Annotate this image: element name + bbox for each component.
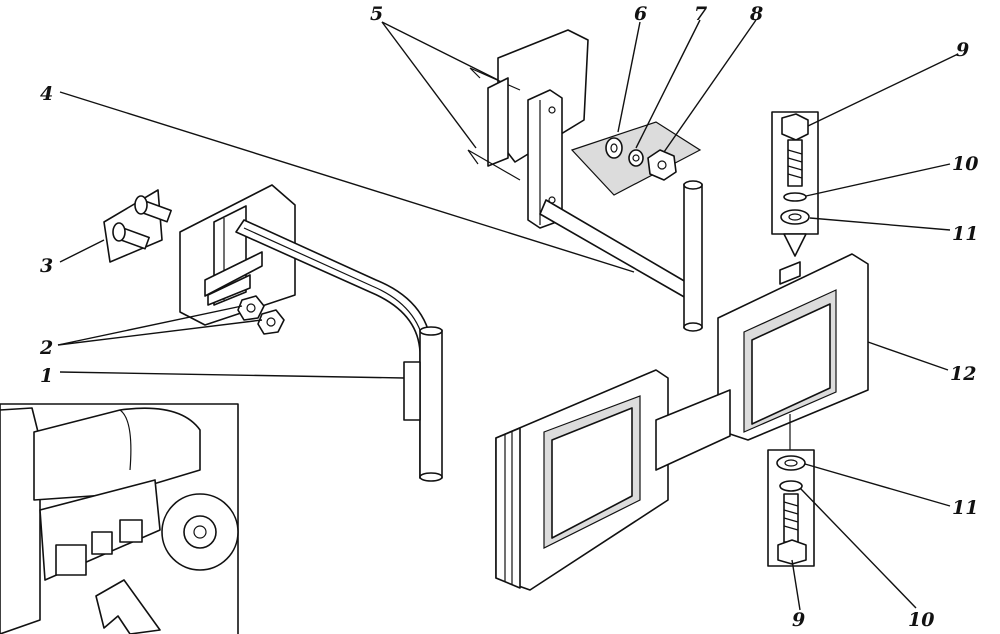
callout-2: 2	[39, 337, 53, 359]
washer-nut-set	[570, 121, 702, 196]
callout-9-bottom: 9	[792, 609, 805, 631]
nuts	[237, 295, 285, 335]
rear-frame	[495, 253, 869, 591]
callout-6: 6	[634, 3, 647, 25]
callout-9-top: 9	[956, 39, 969, 61]
callout-10-top: 10	[952, 153, 978, 175]
left-mounting-bracket	[179, 184, 296, 326]
callout-1: 1	[40, 365, 53, 387]
callout-7: 7	[694, 3, 707, 25]
callout-4: 4	[40, 83, 53, 105]
callout-10-bottom: 10	[908, 609, 934, 631]
callout-5: 5	[370, 3, 383, 25]
callout-11-bottom: 11	[952, 497, 978, 519]
top-fastener-kit	[771, 111, 819, 257]
bolt-plate-assembly	[103, 189, 172, 263]
upper-bracket-arm	[527, 89, 703, 332]
callout-12: 12	[950, 363, 976, 385]
callout-3: 3	[40, 255, 53, 277]
left-support-tube	[235, 219, 443, 482]
callout-11-top: 11	[952, 223, 978, 245]
leader-lines	[57, 19, 959, 611]
bottom-fastener-kit	[767, 449, 815, 567]
callout-8: 8	[749, 3, 763, 25]
truck-location-inset	[0, 403, 239, 634]
